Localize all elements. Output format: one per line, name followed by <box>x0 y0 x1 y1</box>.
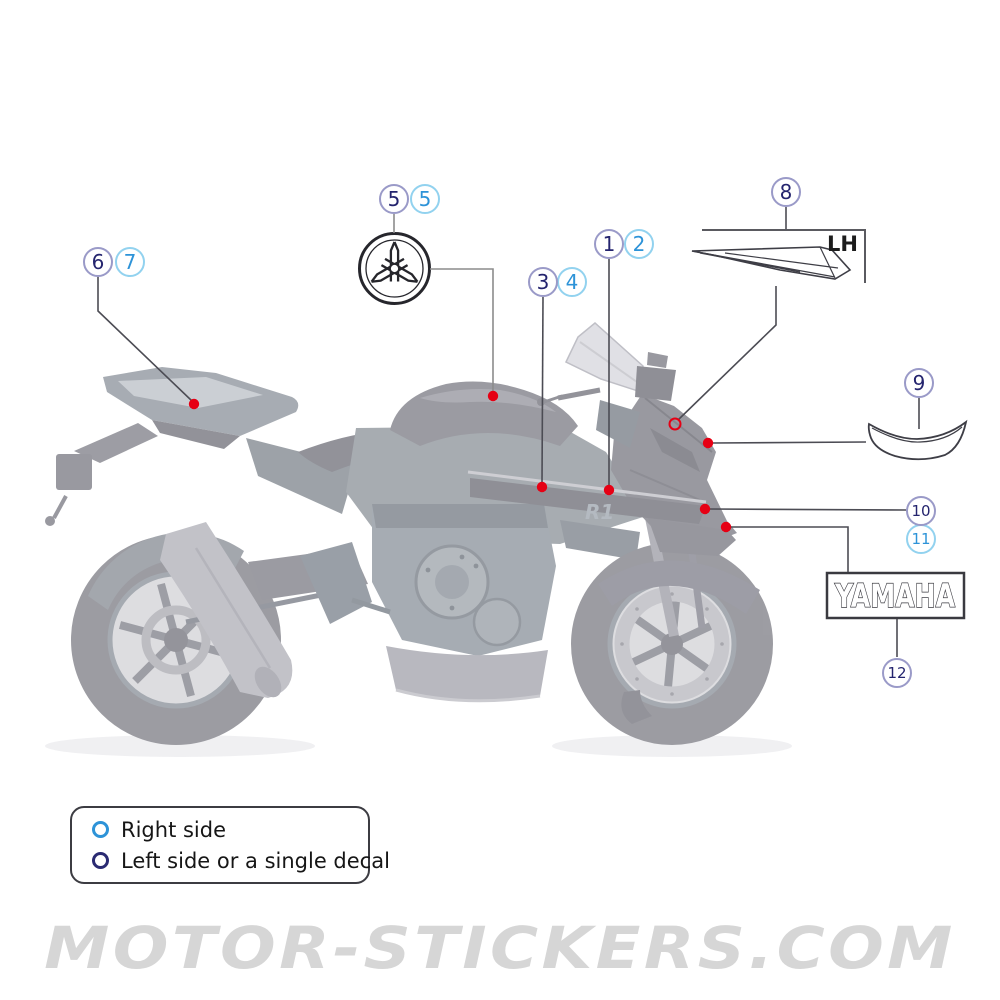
marker-cowl-lip <box>720 521 732 533</box>
leader-wing-decal-to-nose <box>677 286 777 421</box>
front-fender <box>598 560 760 614</box>
callout-12-left: 12 <box>882 658 912 688</box>
side-wing-decal <box>691 246 852 280</box>
windscreen <box>565 322 644 394</box>
left-side-bullet-icon <box>92 852 109 869</box>
belly-pan-edge <box>395 688 541 703</box>
decal-position-markers <box>188 390 732 533</box>
engine <box>372 504 556 656</box>
marker-ring-upper-nose <box>668 417 682 431</box>
callout-5-left: 5 <box>379 184 409 214</box>
exhaust-muffler <box>160 522 293 698</box>
callout-3-left: 3 <box>528 267 558 297</box>
cowl-stay <box>647 352 668 368</box>
callout-11-right: 11 <box>906 524 936 554</box>
handlebar <box>557 387 601 401</box>
legend-item-left-side: Left side or a single decal <box>92 849 390 873</box>
leader-roundel-to-tank <box>430 268 494 391</box>
belly-pan <box>386 646 548 701</box>
callout-1-left: 1 <box>594 229 624 259</box>
footpeg <box>351 597 391 615</box>
yamaha-text-decal: YAMAHA <box>825 571 966 620</box>
tail-section <box>45 367 299 526</box>
marker-mid-fairing-right <box>603 484 615 496</box>
leader-cowl-to-10 <box>709 508 907 511</box>
watermark: MOTOR-STICKERS.COM <box>44 914 956 982</box>
callout-4-right: 4 <box>557 267 587 297</box>
leader-nose-to-screen-decal <box>712 441 867 444</box>
leader-3-to-fairing <box>541 296 544 484</box>
right-side-bullet-icon <box>92 821 109 838</box>
motorcycle-illustration: R1 <box>45 322 792 757</box>
marker-lower-cowl <box>699 503 711 515</box>
lh-label: LH <box>827 232 858 256</box>
marker-tank <box>487 390 499 402</box>
subframe <box>246 438 356 514</box>
rear-wheel-shadow <box>45 735 315 757</box>
fuel-tank <box>390 381 578 446</box>
fairing-dark-strip <box>470 478 706 524</box>
front-wheel-shadow <box>552 735 792 757</box>
bar-end <box>543 394 563 404</box>
callout-8-left: 8 <box>771 177 801 207</box>
decal-drawings: LH YAMAHA <box>358 229 968 620</box>
marker-tail <box>188 398 200 410</box>
headlight-unit <box>635 366 676 401</box>
leader-6-to-tail <box>97 277 193 402</box>
windscreen-decal <box>867 419 968 461</box>
lower-cowl-lip <box>648 518 736 556</box>
lh-bracket <box>702 229 866 283</box>
radiator <box>560 520 640 560</box>
callout-2-right: 2 <box>624 229 654 259</box>
callout-7-right: 7 <box>115 247 145 277</box>
callout-10-left: 10 <box>906 496 936 526</box>
legend-left-side-label: Left side or a single decal <box>121 848 390 873</box>
leader-lines <box>97 207 920 657</box>
legend-right-side-label: Right side <box>121 817 226 842</box>
r1-logo-on-fairing: R1 <box>585 500 614 524</box>
legend: Right side Left side or a single decal <box>70 806 390 884</box>
marker-nose <box>702 437 714 449</box>
marker-mid-fairing-left <box>536 481 548 493</box>
yamaha-roundel-decal <box>358 232 431 305</box>
legend-item-right-side: Right side <box>92 818 368 842</box>
leader-cowl-to-yamaha-box <box>730 526 849 572</box>
yamaha-decal-text: YAMAHA <box>834 577 955 615</box>
fairing-silver-edge <box>467 470 707 504</box>
callout-6-left: 6 <box>83 247 113 277</box>
footpeg-bracket <box>300 542 372 624</box>
callout-5-right: 5 <box>410 184 440 214</box>
steering-head <box>596 400 640 448</box>
callout-9-left: 9 <box>904 368 934 398</box>
